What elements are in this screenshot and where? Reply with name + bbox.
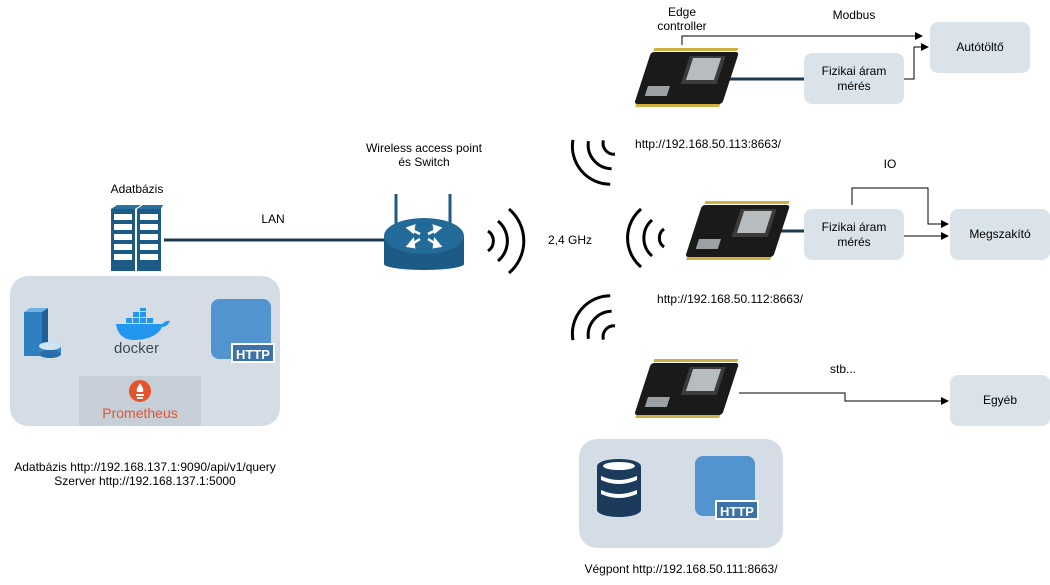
ip-113-label: http://192.168.50.113:8663/ [635, 137, 781, 151]
frequency-label: 2,4 GHz [547, 233, 592, 247]
meter1-autotolto-line [904, 43, 929, 80]
prometheus-logo-icon: Prometheus [88, 379, 192, 425]
http-badge: HTTP [231, 343, 275, 363]
modbus-line [681, 32, 923, 45]
router-icon [384, 194, 464, 270]
server-rack-icon [111, 205, 163, 271]
wifi-signal-icon [487, 207, 526, 275]
server-db-icon [24, 308, 61, 358]
lan-label: LAN [261, 212, 285, 226]
wifi-signal-icon [626, 207, 665, 269]
vegpont-label: Végpont http://192.168.50.111:8663/ [584, 562, 778, 576]
http-logo-icon: HTTP [209, 299, 275, 367]
adatbazis-label: Adatbázis [110, 182, 164, 196]
stb-label: stb... [829, 362, 856, 376]
database-icon [597, 459, 641, 517]
esp8266-board-icon [634, 48, 739, 107]
esp8266-board-icon [634, 359, 739, 418]
ip-112-label: http://192.168.50.112:8663/ [657, 292, 803, 306]
autotolto-box: Autótöltő [930, 22, 1030, 73]
http-badge: HTTP [715, 500, 759, 520]
docker-wordmark: docker [114, 340, 160, 357]
modbus-label: Modbus [832, 8, 876, 22]
egyeb-box: Egyéb [950, 375, 1050, 426]
prometheus-wordmark: Prometheus [102, 405, 178, 421]
stb-line [739, 392, 949, 405]
server-urls-label: Adatbázis http://192.168.137.1:9090/api/… [14, 460, 276, 488]
io-label: IO [883, 157, 897, 171]
wifi-signal-icon [570, 139, 616, 186]
io-line [851, 187, 949, 228]
http-logo-icon: HTTP [693, 456, 759, 524]
docker-logo-icon: docker [112, 306, 172, 358]
wifi-signal-icon [570, 294, 616, 341]
esp8266-board-icon [685, 201, 790, 260]
megszakito-box: Megszakító [950, 209, 1050, 260]
